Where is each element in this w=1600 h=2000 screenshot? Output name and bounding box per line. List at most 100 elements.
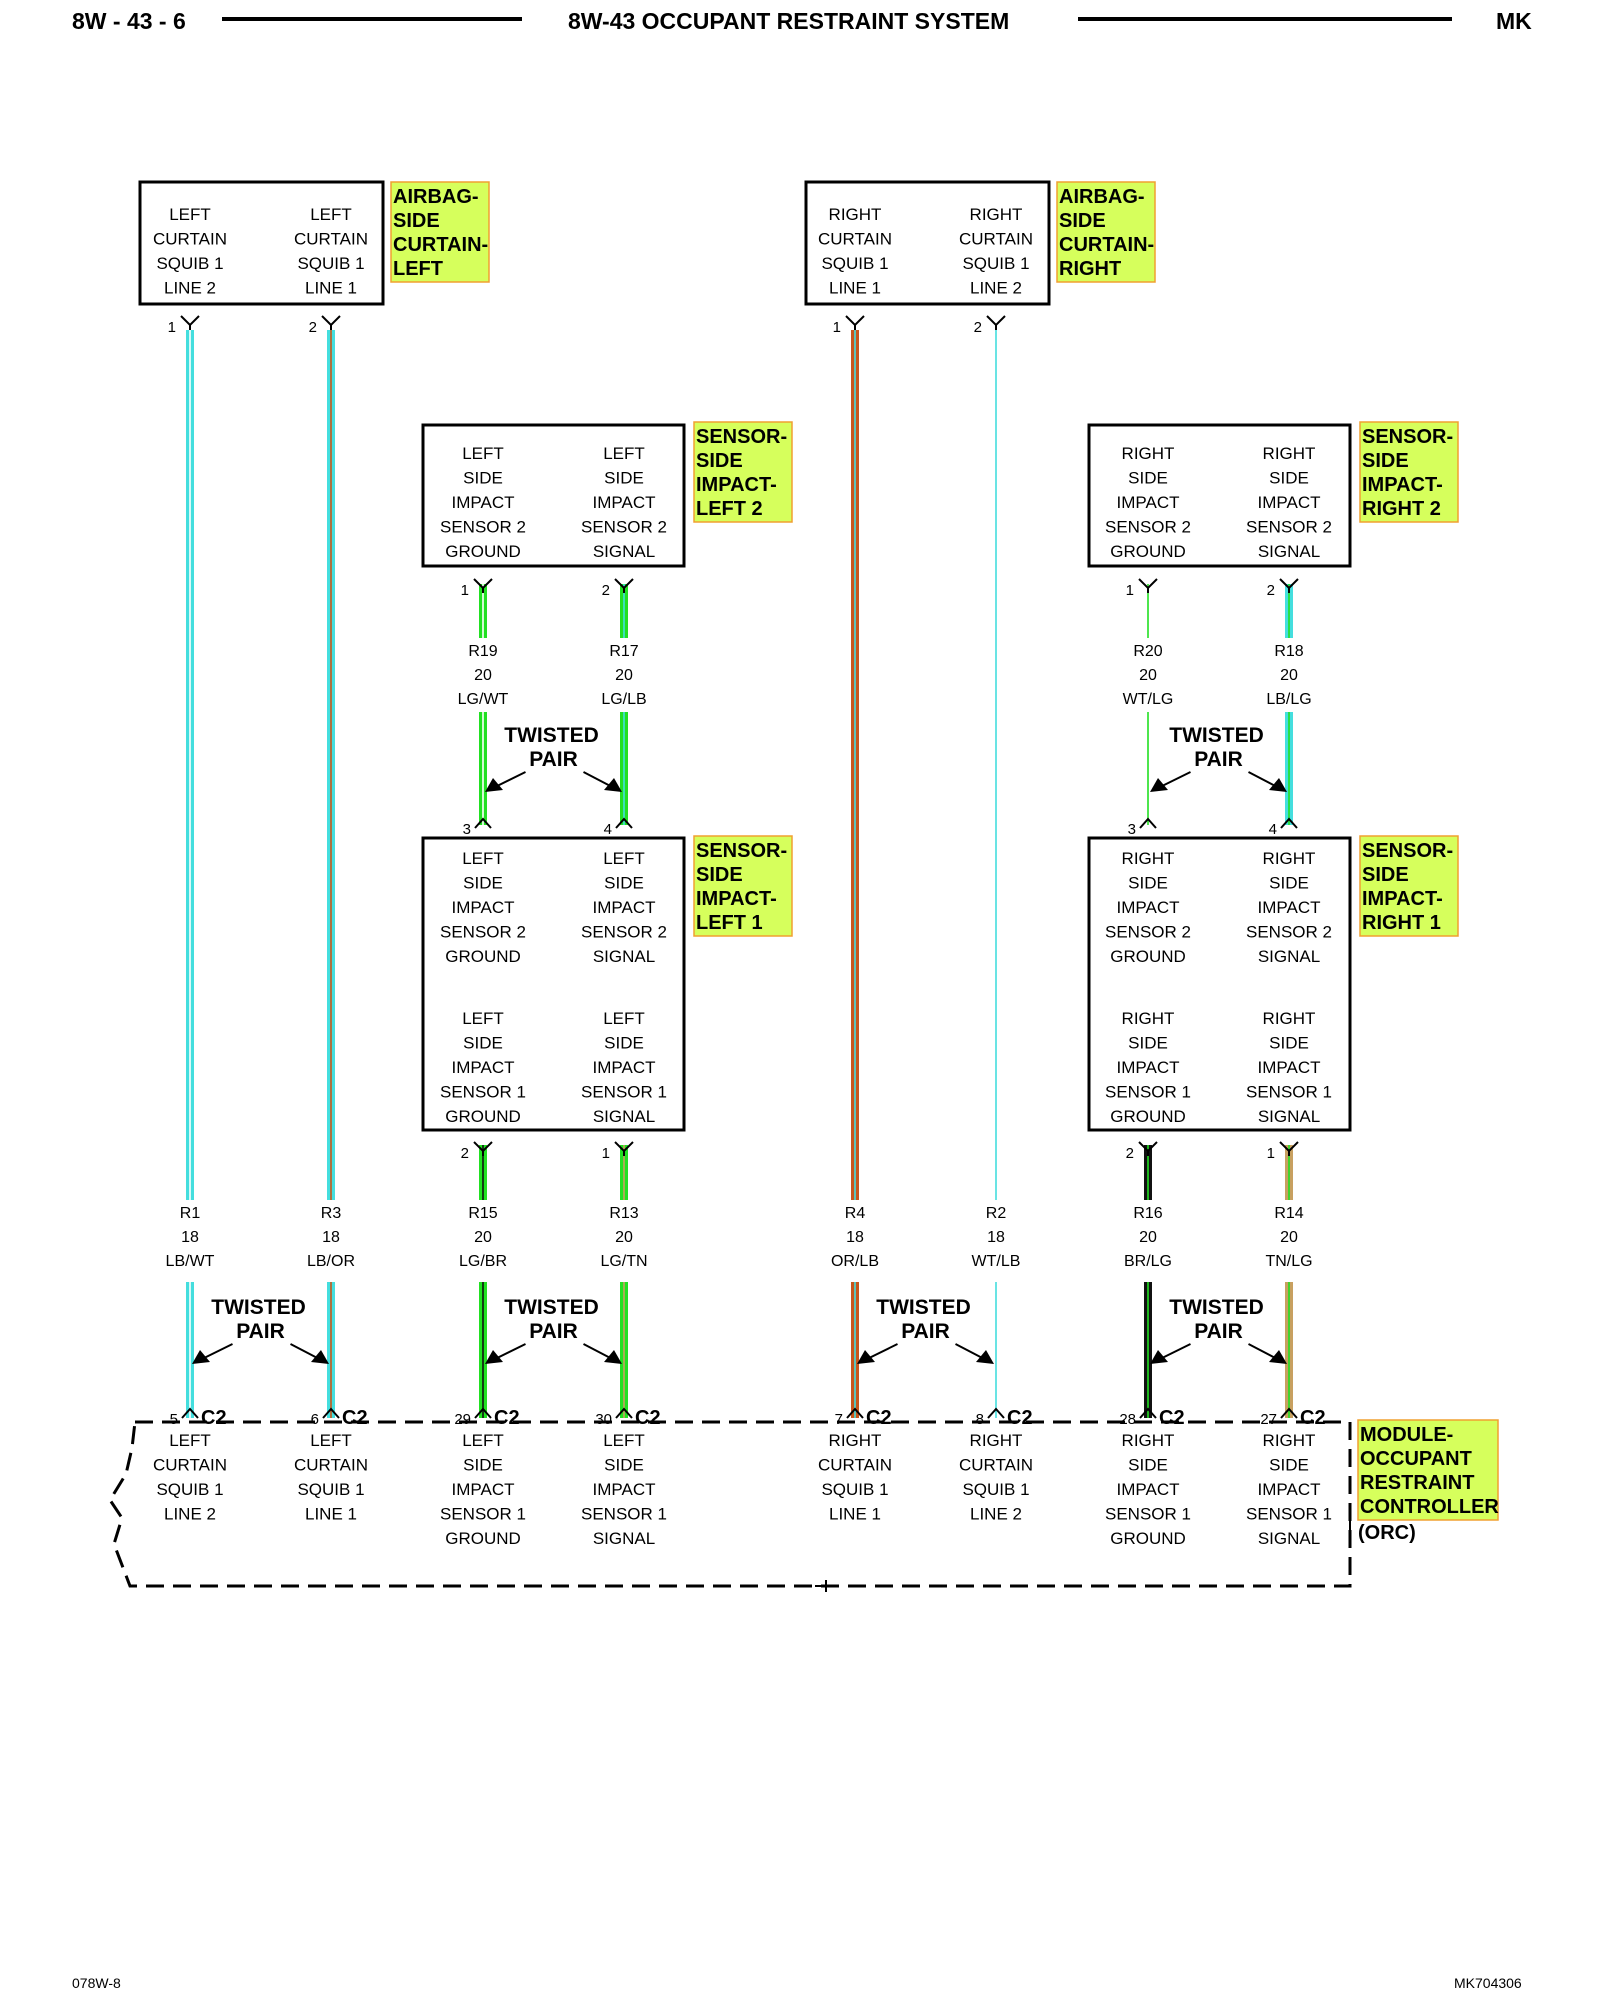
model-code: MK (1496, 8, 1532, 34)
twisted-arrow-head (1150, 778, 1168, 792)
tag-text: SENSOR- (1362, 426, 1453, 448)
wire-gauge: 20 (1280, 667, 1298, 684)
twisted-pair-label: TWISTED (504, 724, 599, 747)
orc-abbreviation: (ORC) (1358, 1522, 1416, 1544)
pin-function-label: RIGHT (970, 205, 1023, 224)
wire-r4 (851, 330, 859, 1418)
pin-function-label: GROUND (445, 947, 521, 966)
pin-marker (986, 315, 1006, 330)
tag-text: RIGHT 1 (1362, 912, 1441, 934)
pin-function-label: SENSOR 1 (1105, 1083, 1191, 1102)
pin-number: 4 (604, 821, 612, 838)
connector-id: C2 (1300, 1407, 1326, 1429)
wire-color-code: LB/LG (1266, 691, 1311, 708)
orc-pin-function-label: SQUIB 1 (962, 1480, 1029, 1499)
tag-background (693, 835, 793, 937)
twisted-pair-label: PAIR (529, 1320, 578, 1343)
pin-function-label: SENSOR 2 (440, 923, 526, 942)
pin-function-label: SQUIB 1 (821, 254, 888, 273)
pin-number: 6 (311, 1411, 319, 1428)
tag-text: SIDE (696, 864, 743, 886)
pin-function-label: GROUND (445, 1107, 521, 1126)
wire-gauge: 20 (1139, 1229, 1157, 1246)
pin-function-label: SIGNAL (1258, 542, 1320, 561)
pin-marker (845, 315, 865, 330)
wire-color-code: LB/WT (166, 1253, 215, 1270)
pin-marker (1280, 817, 1298, 829)
twisted-pair-label: PAIR (529, 748, 578, 771)
orc-pin-function-label: RIGHT (1263, 1431, 1316, 1450)
pin-function-label: RIGHT (1122, 849, 1175, 868)
pin-function-label: SENSOR 1 (1246, 1083, 1332, 1102)
label-gap (1108, 638, 1188, 712)
twisted-pair-label: PAIR (1194, 748, 1243, 771)
wire-color-code: WT/LG (1123, 691, 1174, 708)
wire-color-code: LG/LB (601, 691, 646, 708)
circuit-number: R1 (180, 1205, 201, 1222)
orc-pin-function-label: SIDE (1128, 1456, 1168, 1475)
orc-pin-function-label: GROUND (1110, 1529, 1186, 1548)
pin-number: 1 (602, 1145, 610, 1162)
pin-function-label: RIGHT (829, 205, 882, 224)
circuit-number: R15 (468, 1205, 497, 1222)
pin-number: 4 (1269, 821, 1277, 838)
wire-color-code: LG/WT (458, 691, 509, 708)
label-gap (956, 1200, 1036, 1282)
orc-pin-function-label: CURTAIN (294, 1456, 368, 1475)
pin-function-label: IMPACT (1117, 898, 1180, 917)
tag-background (693, 421, 793, 523)
twisted-pair-label: TWISTED (876, 1296, 971, 1319)
pin-function-label: SIDE (1128, 874, 1168, 893)
pin-function-label: SENSOR 2 (581, 518, 667, 537)
pin-function-label: IMPACT (593, 1058, 656, 1077)
wire-color-code: LB/OR (307, 1253, 355, 1270)
orc-pin-function-label: LEFT (169, 1431, 211, 1450)
tag-text: IMPACT- (1362, 888, 1443, 910)
pin-function-label: LEFT (462, 849, 504, 868)
pin-marker (1279, 1141, 1299, 1156)
orc-pin (1280, 1407, 1298, 1419)
pin-marker (473, 578, 493, 593)
circuit-number: R14 (1274, 1205, 1303, 1222)
pin-function-label: RIGHT (1122, 1009, 1175, 1028)
orc-pin-function-label: SIGNAL (1258, 1529, 1320, 1548)
pin-function-label: GROUND (1110, 542, 1186, 561)
pin-function-label: IMPACT (1258, 1058, 1321, 1077)
orc-pin-function-label: RIGHT (829, 1431, 882, 1450)
orc-pin-function-label: SIDE (604, 1456, 644, 1475)
orc-pin-function-label: RIGHT (970, 1431, 1023, 1450)
pin-function-label: IMPACT (452, 493, 515, 512)
orc-pin-function-label: SENSOR 1 (581, 1505, 667, 1524)
tag-text: SIDE (1059, 210, 1106, 232)
twisted-arrow-head (311, 1350, 329, 1364)
wire-layer (150, 330, 1329, 1418)
pin-function-label: CURTAIN (818, 230, 892, 249)
tag-text: RIGHT (1059, 258, 1121, 280)
circuit-number: R18 (1274, 643, 1303, 660)
pin-function-label: RIGHT (1122, 444, 1175, 463)
pin-marker (615, 817, 633, 829)
pin-function-label: SIDE (604, 874, 644, 893)
tag-text: IMPACT- (1362, 474, 1443, 496)
tag-text: IMPACT- (696, 888, 777, 910)
wire-r3 (327, 330, 335, 1418)
tag-text: CONTROLLER (1360, 1496, 1499, 1518)
wire-color-code: LG/TN (600, 1253, 647, 1270)
wire-r1 (186, 330, 194, 1418)
pin-marker (614, 578, 634, 593)
pin-function-label: SIGNAL (593, 542, 655, 561)
pin-function-label: LINE 2 (164, 279, 216, 298)
part-code: MK704306 (1454, 1975, 1522, 1991)
pin-function-label: LEFT (603, 1009, 645, 1028)
pin-number: 8 (976, 1411, 984, 1428)
tag-text: MODULE- (1360, 1424, 1453, 1446)
label-gap (584, 638, 664, 712)
pin-function-label: SQUIB 1 (156, 254, 223, 273)
circuit-number: R19 (468, 643, 497, 660)
twisted-pair-label: TWISTED (1169, 724, 1264, 747)
ground-symbol (815, 1580, 837, 1592)
orc-pin-function-label: IMPACT (593, 1480, 656, 1499)
wire-gauge: 20 (474, 667, 492, 684)
